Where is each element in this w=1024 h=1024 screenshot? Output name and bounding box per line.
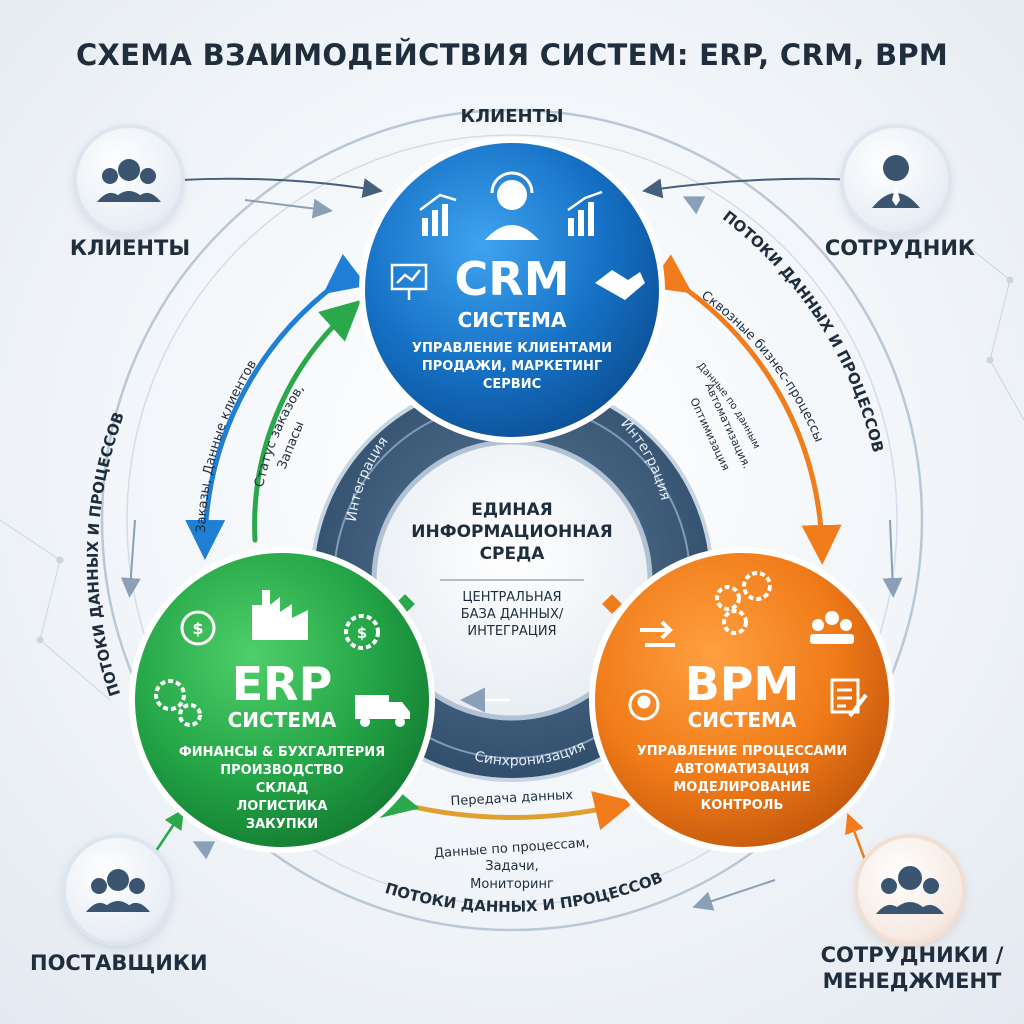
process-gears-icon	[715, 571, 772, 635]
bottom-flow-arrow	[376, 779, 635, 831]
bpm-node[interactable]: BPM СИСТЕМА УПРАВЛЕНИЕ ПРОЦЕССАМИ АВТОМА…	[589, 547, 895, 853]
handshake-icon	[595, 270, 645, 300]
suppliers-avatar[interactable]	[66, 838, 170, 942]
bpm-subtitle: СИСТЕМА	[688, 708, 797, 732]
management-label-line2: МЕНЕДЖМЕНТ	[822, 969, 1002, 993]
clients-label: КЛИЕНТЫ	[69, 236, 191, 260]
presentation-icon	[390, 263, 428, 300]
gears-icon	[154, 679, 202, 727]
center-sub1: ЦЕНТРАЛЬНАЯ	[462, 590, 561, 605]
erp-node[interactable]: $ $ ERP СИСТЕМА ФИНАНСЫ & БУХГАЛТЕРИЯ ПР…	[129, 547, 435, 853]
erp-line3: СКЛАД	[256, 781, 309, 796]
erp-line5: ЗАКУПКИ	[246, 817, 318, 832]
middle-flow-ring	[126, 134, 898, 906]
center-line1: ЕДИНАЯ	[471, 500, 552, 520]
blue-flow-arrow	[185, 253, 368, 560]
corner-arrows	[179, 177, 861, 199]
flow-text-bottom-1: Передача данных	[450, 788, 574, 809]
gear-dollar-icon: $	[344, 614, 380, 650]
erp-line2: ПРОИЗВОДСТВО	[220, 763, 343, 778]
outer-flow-ring	[100, 108, 924, 932]
center-line2: ИНФОРМАЦИОННАЯ	[411, 522, 612, 542]
businessman-icon	[872, 155, 920, 208]
crm-node[interactable]: CRM СИСТЕМА УПРАВЛЕНИЕ КЛИЕНТАМИ ПРОДАЖИ…	[359, 137, 665, 443]
crm-line3: СЕРВИС	[483, 377, 541, 392]
clients-avatar[interactable]	[77, 128, 181, 232]
support-agent-icon	[485, 171, 539, 240]
crm-subtitle: СИСТЕМА	[458, 308, 567, 332]
flow-text-bottom-2b: Задачи,	[485, 859, 539, 874]
orange-flow-arrow	[648, 254, 842, 565]
bpm-line3: МОДЕЛИРОВАНИЕ	[673, 780, 810, 795]
bpm-line2: АВТОМАТИЗАЦИЯ	[675, 762, 810, 777]
top-clients-label: КЛИЕНТЫ	[460, 106, 563, 127]
chart-icon	[419, 193, 457, 236]
bpm-connector	[602, 594, 622, 614]
truck-icon	[355, 695, 410, 727]
outer-flow-text-bottom: ПОТОКИ ДАННЫХ И ПРОЦЕССОВ	[383, 868, 665, 916]
employee-label: СОТРУДНИК	[824, 236, 976, 260]
erp-line4: ЛОГИСТИКА	[237, 799, 328, 814]
employee-avatar[interactable]	[844, 128, 948, 232]
management-label-line1: СОТРУДНИКИ /	[820, 943, 1004, 967]
crm-line1: УПРАВЛЕНИЕ КЛИЕНТАМИ	[412, 341, 612, 356]
suppliers-label: ПОСТАВЩИКИ	[30, 951, 208, 975]
group-icon	[86, 869, 150, 912]
bpm-name: BPM	[685, 657, 800, 711]
background-network	[0, 239, 1024, 701]
document-edit-icon	[830, 678, 868, 718]
group-icon	[97, 159, 161, 202]
bpm-line1: УПРАВЛЕНИЕ ПРОЦЕССАМИ	[637, 744, 848, 759]
erp-name: ERP	[232, 657, 333, 711]
erp-line1: ФИНАНСЫ & БУХГАЛТЕРИЯ	[179, 745, 385, 760]
green-flow-arrow	[252, 299, 362, 543]
center-text: ЕДИНАЯ ИНФОРМАЦИОННАЯ СРЕДА ЦЕНТРАЛЬНАЯ …	[411, 500, 612, 639]
diagram-title: СХЕМА ВЗАИМОДЕЙСТВИЯ СИСТЕМ: ERP, CRM, B…	[75, 38, 949, 72]
team-icon	[810, 611, 854, 644]
flow-text-bottom-2a: Данные по процессам,	[433, 836, 590, 862]
crm-line2: ПРОДАЖИ, МАРКЕТИНГ	[422, 359, 602, 374]
inner-flow-arrows	[185, 253, 842, 831]
chart-icon-right	[567, 190, 603, 236]
outer-flow-text-left: ПОТОКИ ДАННЫХ И ПРОЦЕССОВ	[84, 410, 128, 699]
center-line3: СРЕДА	[480, 544, 546, 564]
management-label: СОТРУДНИКИ / МЕНЕДЖМЕНТ	[812, 942, 1012, 994]
center-sub2: БАЗА ДАННЫХ/	[461, 607, 564, 622]
crm-name: CRM	[455, 252, 570, 306]
erp-subtitle: СИСТЕМА	[228, 708, 337, 732]
dollar-icon: $	[180, 610, 216, 646]
management-avatar[interactable]	[858, 838, 962, 942]
management-group-icon	[876, 866, 944, 914]
cycle-arrows-icon	[640, 620, 675, 647]
outer-flow-arrows	[120, 196, 903, 911]
flow-text-bottom-2c: Мониторинг	[470, 877, 554, 892]
target-person-icon	[628, 689, 660, 721]
svg-text:$: $	[192, 619, 203, 638]
center-sub3: ИНТЕГРАЦИЯ	[467, 624, 556, 639]
svg-text:$: $	[357, 624, 367, 642]
bpm-line4: КОНТРОЛЬ	[701, 798, 784, 813]
factory-icon	[252, 590, 308, 640]
